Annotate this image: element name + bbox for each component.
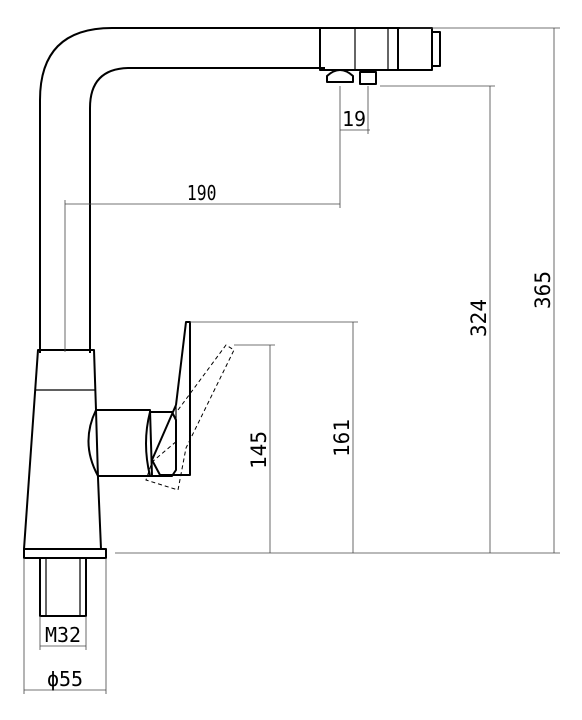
faucet-body <box>23 27 441 617</box>
spout-head <box>319 27 399 71</box>
dim-lever-top-height: 161 <box>330 419 354 457</box>
dim-aerator-offset: 19 <box>342 107 366 131</box>
dimension-labels: 190 19 145 161 324 365 M32 ϕ55 <box>45 107 555 691</box>
lever-handle <box>151 321 191 476</box>
aerator-left <box>326 69 354 83</box>
dim-spout-reach: 190 <box>187 183 217 206</box>
dim-handle-height: 145 <box>247 431 271 469</box>
dim-total-height: 365 <box>531 271 555 309</box>
spout-inner <box>89 67 325 353</box>
dim-thread: M32 <box>45 623 81 647</box>
handle-boss <box>87 409 153 477</box>
lever-alt-position <box>145 344 235 491</box>
dimension-lines <box>23 27 560 694</box>
spout-outer <box>39 27 320 353</box>
spout-cap <box>431 31 441 67</box>
dim-base-diameter: ϕ55 <box>47 667 83 691</box>
threaded-shank <box>39 557 87 617</box>
base-plate <box>23 548 107 559</box>
dim-outlet-height: 324 <box>467 299 491 337</box>
aerator-right <box>359 71 377 85</box>
